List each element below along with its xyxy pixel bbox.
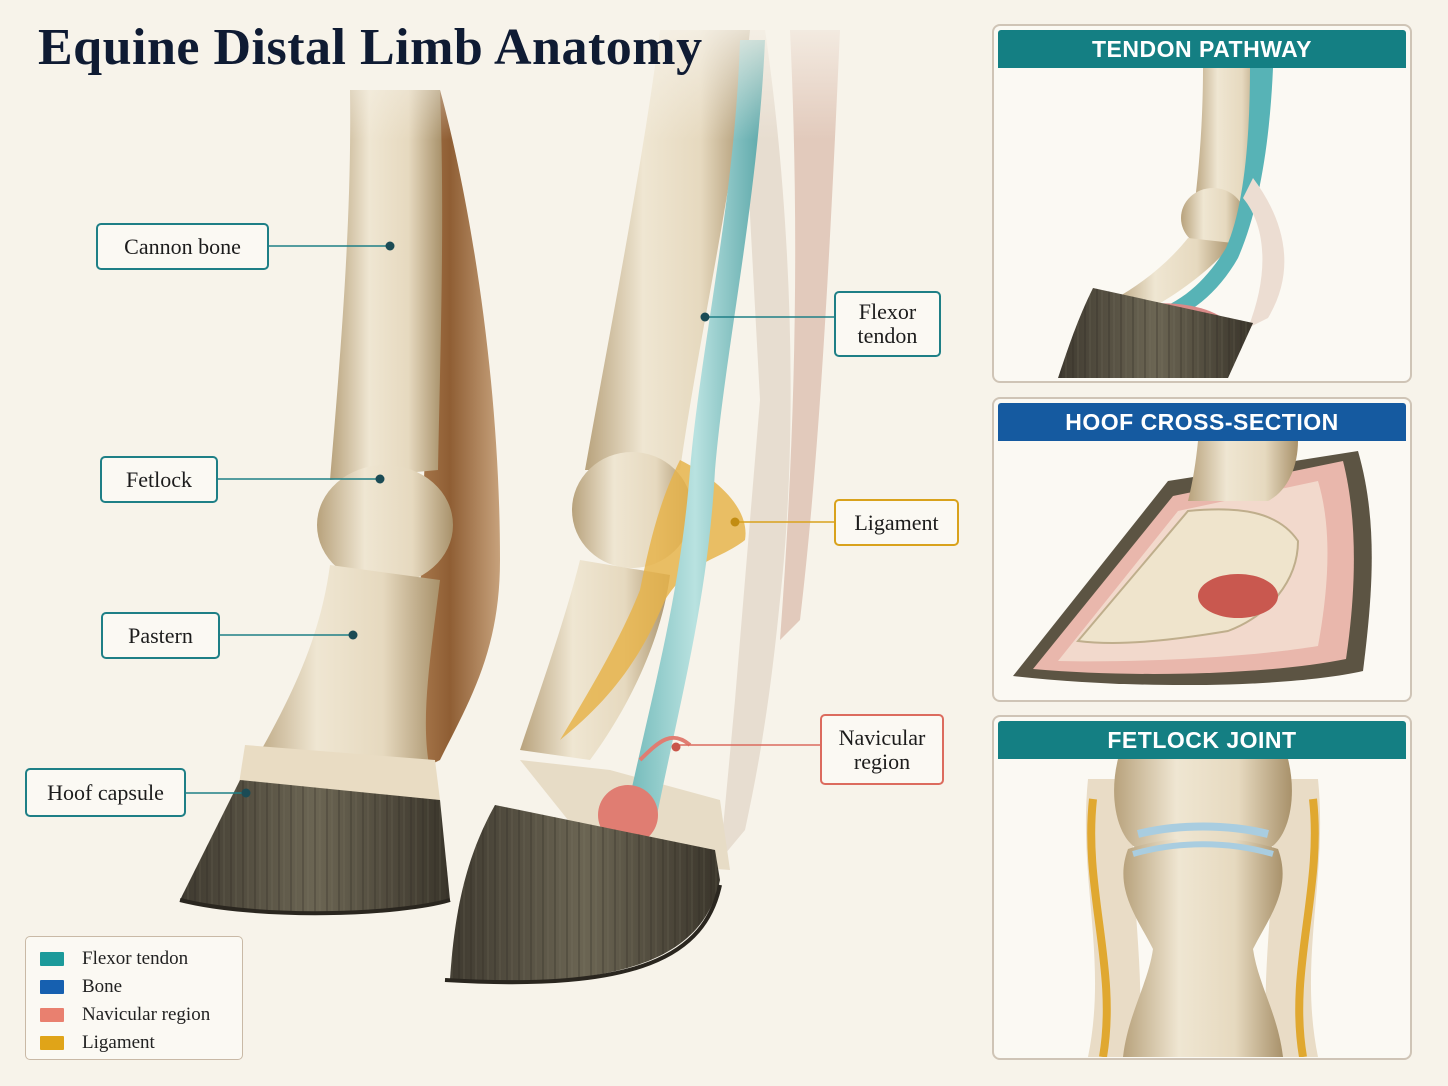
main-illustration	[179, 0, 860, 985]
legend-item: Ligament	[40, 1029, 228, 1057]
callout-navicular-region: Navicular region	[820, 714, 944, 785]
legend-label: Navicular region	[82, 1004, 211, 1025]
callout-flexor-tendon-line2: tendon	[857, 323, 918, 348]
legend-swatch-bone	[40, 980, 64, 994]
legend-label: Flexor tendon	[82, 948, 189, 969]
callout-fetlock: Fetlock	[100, 456, 218, 503]
fetlock-joint-illustration	[1085, 759, 1321, 1057]
right-leg-dissected	[444, 30, 840, 985]
callout-hoof-capsule: Hoof capsule	[25, 768, 186, 817]
callout-flexor-tendon-line1: Flexor	[858, 299, 917, 324]
callout-pastern: Pastern	[101, 612, 220, 659]
panel-tendon-pathway: TENDON PATHWAY	[992, 24, 1412, 383]
callout-ligament-label: Ligament	[854, 509, 939, 535]
panel-fetlock-joint: FETLOCK JOINT	[992, 715, 1412, 1060]
leader-lines	[186, 241, 836, 798]
callout-fetlock-label: Fetlock	[126, 466, 192, 492]
legend-label: Bone	[82, 976, 123, 997]
legend: Flexor tendon Bone Navicular region Liga…	[25, 936, 243, 1060]
legend-swatch-ligament	[40, 1036, 64, 1050]
legend-swatch-flexor	[40, 952, 64, 966]
legend-item: Flexor tendon	[40, 945, 228, 973]
callout-cannon-bone-label: Cannon bone	[124, 233, 241, 259]
panel-tendon-pathway-header: TENDON PATHWAY	[998, 30, 1406, 68]
callout-navicular-line1: Navicular	[838, 724, 926, 750]
panel-hoof-cross-section-header: HOOF CROSS-SECTION	[998, 403, 1406, 441]
legend-swatch-navicular	[40, 1008, 64, 1022]
legend-item: Bone	[40, 973, 228, 1001]
callout-navicular-line2: region	[853, 748, 911, 774]
legend-item: Navicular region	[40, 1001, 228, 1029]
page-title: Equine Distal Limb Anatomy	[38, 19, 703, 76]
panel-fetlock-joint-header: FETLOCK JOINT	[998, 721, 1406, 759]
tendon-pathway-illustration	[1058, 68, 1285, 378]
callout-pastern-label: Pastern	[128, 622, 193, 648]
left-leg-exterior	[179, 90, 500, 916]
callout-ligament: Ligament	[834, 499, 959, 546]
hoof-cross-section-illustration	[1013, 441, 1372, 686]
callout-cannon-bone: Cannon bone	[96, 223, 269, 270]
callout-hoof-capsule-label: Hoof capsule	[47, 779, 164, 805]
callout-flexor-tendon: Flexor tendon	[834, 291, 941, 357]
legend-label: Ligament	[82, 1032, 155, 1053]
panel-hoof-cross-section: HOOF CROSS-SECTION	[992, 397, 1412, 702]
